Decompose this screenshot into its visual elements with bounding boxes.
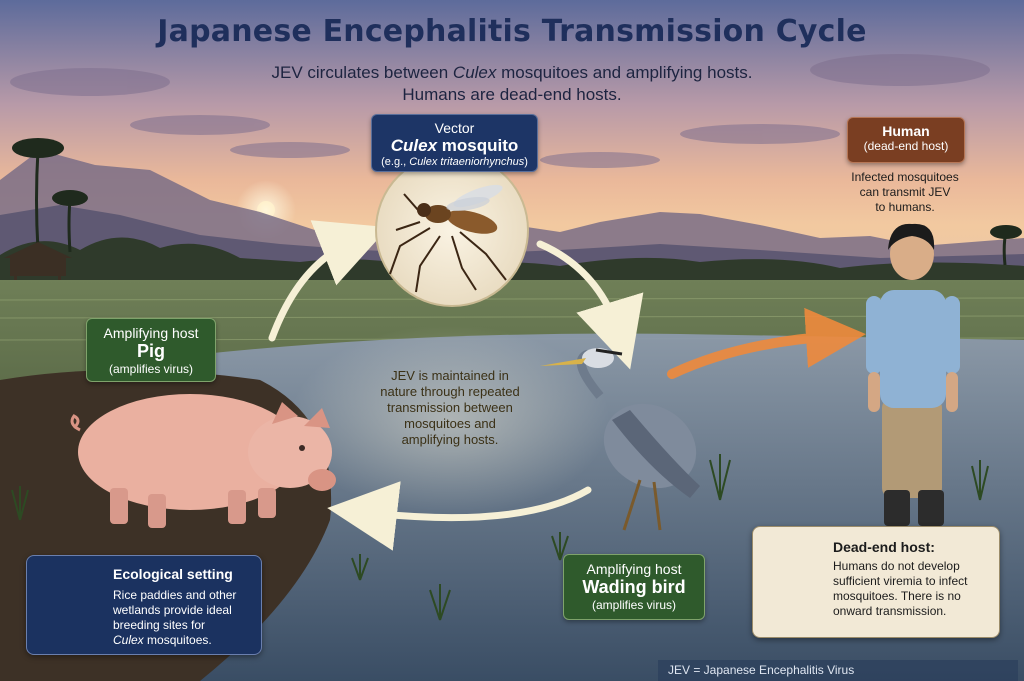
subtitle-line-2: Humans are dead-end hosts. [402,85,622,104]
pig-label: Amplifying host Pig (amplifies virus) [86,318,216,382]
bird-note: (amplifies virus) [591,598,676,612]
bird-name: Wading bird [582,577,686,597]
arrow-pig-to-mosquito [268,220,389,342]
heron-illustration [540,348,700,531]
ecological-text: Rice paddies and other wetlands provide … [113,588,237,647]
vector-name: Culex mosquito [390,136,519,155]
human-label: Human (dead-end host) [847,117,965,163]
human-heading: Human [882,123,930,139]
vector-label: Vector Culex mosquito (e.g., Culex trita… [371,114,538,172]
vector-example: (e.g., Culex tritaeniorhynchus) [381,156,528,168]
bird-heading: Amplifying host [586,561,682,577]
arrow-bird-to-pig [327,481,592,551]
mosquito-illustration [375,153,529,307]
abbreviation-footer: JEV = Japanese Encephalitis Virus [658,660,1018,681]
dead-end-text: Humans do not develop sufficient viremia… [833,559,968,618]
dead-end-host-box: Dead-end host: Humans do not develop suf… [752,526,1000,638]
human-illustration [866,223,960,526]
page-subtitle: JEV circulates between Culex mosquitoes … [0,62,1024,106]
pig-heading: Amplifying host [103,325,199,341]
subtitle-line-1: JEV circulates between Culex mosquitoes … [271,63,753,82]
pig-note: (amplifies virus) [108,362,193,376]
ecological-heading: Ecological setting [113,566,233,582]
human-description: Infected mosquitoes can transmit JEV to … [851,170,959,214]
center-description: JEV is maintained in nature through repe… [380,368,520,447]
bird-label: Amplifying host Wading bird (amplifies v… [563,554,705,620]
pig-name: Pig [136,341,165,361]
dead-end-heading: Dead-end host: [833,539,935,555]
arrow-mosquito-to-bird [536,240,644,370]
human-note: (dead-end host) [863,139,949,153]
pig-illustration [70,394,336,528]
arrow-mosquito-to-human [667,307,866,379]
page-title: Japanese Encephalitis Transmission Cycle [157,14,867,49]
vector-heading: Vector [434,120,475,136]
ecological-setting-box: Ecological setting Rice paddies and othe… [26,555,262,655]
